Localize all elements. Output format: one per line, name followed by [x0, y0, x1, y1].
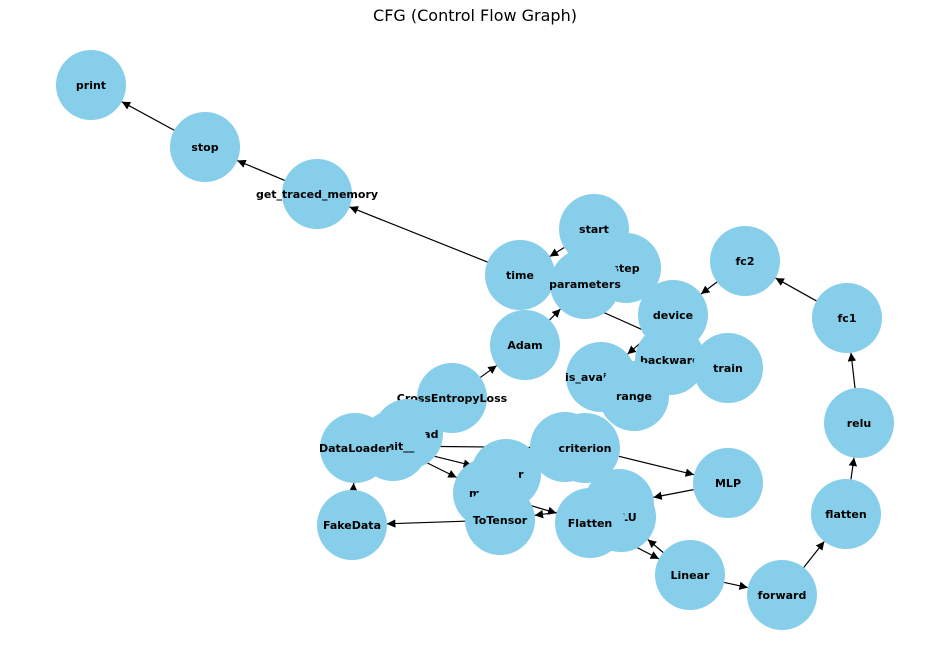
node-range: range [599, 361, 669, 431]
node-circle [710, 226, 780, 296]
edge-Linear-to-ReLU [647, 539, 664, 553]
node-label: flatten [825, 508, 866, 521]
node-circle [555, 488, 625, 558]
node-fc1: fc1 [812, 283, 882, 353]
node-circle [599, 361, 669, 431]
node-label: Linear [671, 569, 710, 582]
node-label: stop [191, 141, 218, 154]
edge-MLP-to-Compose [653, 489, 694, 500]
node-circle [693, 448, 763, 518]
node-get_traced_memory: get_traced_memory [256, 159, 378, 229]
node-label: parameters [549, 278, 621, 291]
node-label: print [76, 79, 106, 92]
node-FakeData: FakeData [317, 490, 387, 560]
node-circle [812, 283, 882, 353]
node-circle [320, 413, 390, 483]
node-circle [824, 388, 894, 458]
edge-start-to-time [549, 246, 565, 258]
node-label: fc1 [838, 312, 857, 325]
edge-ToTensor-to-FakeData [386, 519, 466, 528]
edge-criterion-to-MLP [618, 455, 695, 477]
node-label: relu [847, 417, 872, 430]
node-forward: forward [747, 560, 817, 630]
edge-CrossEntropyLoss-to-Adam [479, 365, 498, 378]
node-Flatten: Flatten [555, 488, 625, 558]
edge-relu-to-fc1 [847, 352, 857, 389]
node-circle [465, 485, 535, 555]
graph-title: CFG (Control Flow Graph) [373, 6, 577, 25]
node-label: device [653, 309, 693, 322]
node-label: forward [758, 589, 807, 602]
node-fc2: fc2 [710, 226, 780, 296]
node-circle [490, 310, 560, 380]
node-label: Adam [507, 339, 542, 352]
node-circle [56, 50, 126, 120]
node-relu: relu [824, 388, 894, 458]
edge-Linear-to-forward [724, 581, 748, 590]
node-stop: stop [170, 112, 240, 182]
node-ToTensor: ToTensor [465, 485, 535, 555]
node-label: DataLoader [319, 442, 392, 455]
node-circle [655, 540, 725, 610]
node-label: time [506, 269, 534, 282]
node-circle [485, 240, 555, 310]
node-MLP: MLP [693, 448, 763, 518]
edge-stop-to-print [121, 101, 175, 131]
node-label: Flatten [568, 517, 613, 530]
node-label: ToTensor [473, 514, 528, 527]
node-label: criterion [558, 442, 611, 455]
node-label: fc2 [736, 255, 755, 268]
node-label: get_traced_memory [256, 188, 378, 201]
edge-get_traced_memory-to-stop [237, 159, 285, 182]
node-circle [317, 490, 387, 560]
edge-time-to-get_traced_memory [349, 206, 488, 263]
node-Adam: Adam [490, 310, 560, 380]
node-label: FakeData [323, 519, 381, 532]
node-label: backward [640, 354, 700, 367]
edge-Adam-to-parameters [549, 308, 561, 321]
node-circle [693, 333, 763, 403]
node-train: train [693, 333, 763, 403]
edge-flatten-to-relu [848, 457, 858, 480]
node-label: CrossEntropyLoss [397, 392, 508, 405]
node-circle [170, 112, 240, 182]
node-circle [550, 249, 620, 319]
node-parameters: parameters [549, 249, 621, 319]
node-time: time [485, 240, 555, 310]
node-label: start [579, 223, 609, 236]
node-criterion: criterion [550, 413, 620, 483]
edge-forward-to-flatten [803, 541, 825, 568]
edge-fc2-to-device [700, 281, 718, 295]
node-flatten: flatten [811, 479, 881, 549]
node-label: step [612, 262, 639, 275]
node-Linear: Linear [655, 540, 725, 610]
node-print: print [56, 50, 126, 120]
node-label: train [713, 362, 743, 375]
node-circle [747, 560, 817, 630]
edge-fc1-to-fc2 [775, 277, 817, 302]
node-label: MLP [715, 477, 741, 490]
node-circle [811, 479, 881, 549]
edge-__init__-to-model [424, 460, 457, 479]
node-label: range [616, 390, 652, 403]
node-DataLoader: DataLoader [319, 413, 392, 483]
node-circle [282, 159, 352, 229]
node-circle [550, 413, 620, 483]
